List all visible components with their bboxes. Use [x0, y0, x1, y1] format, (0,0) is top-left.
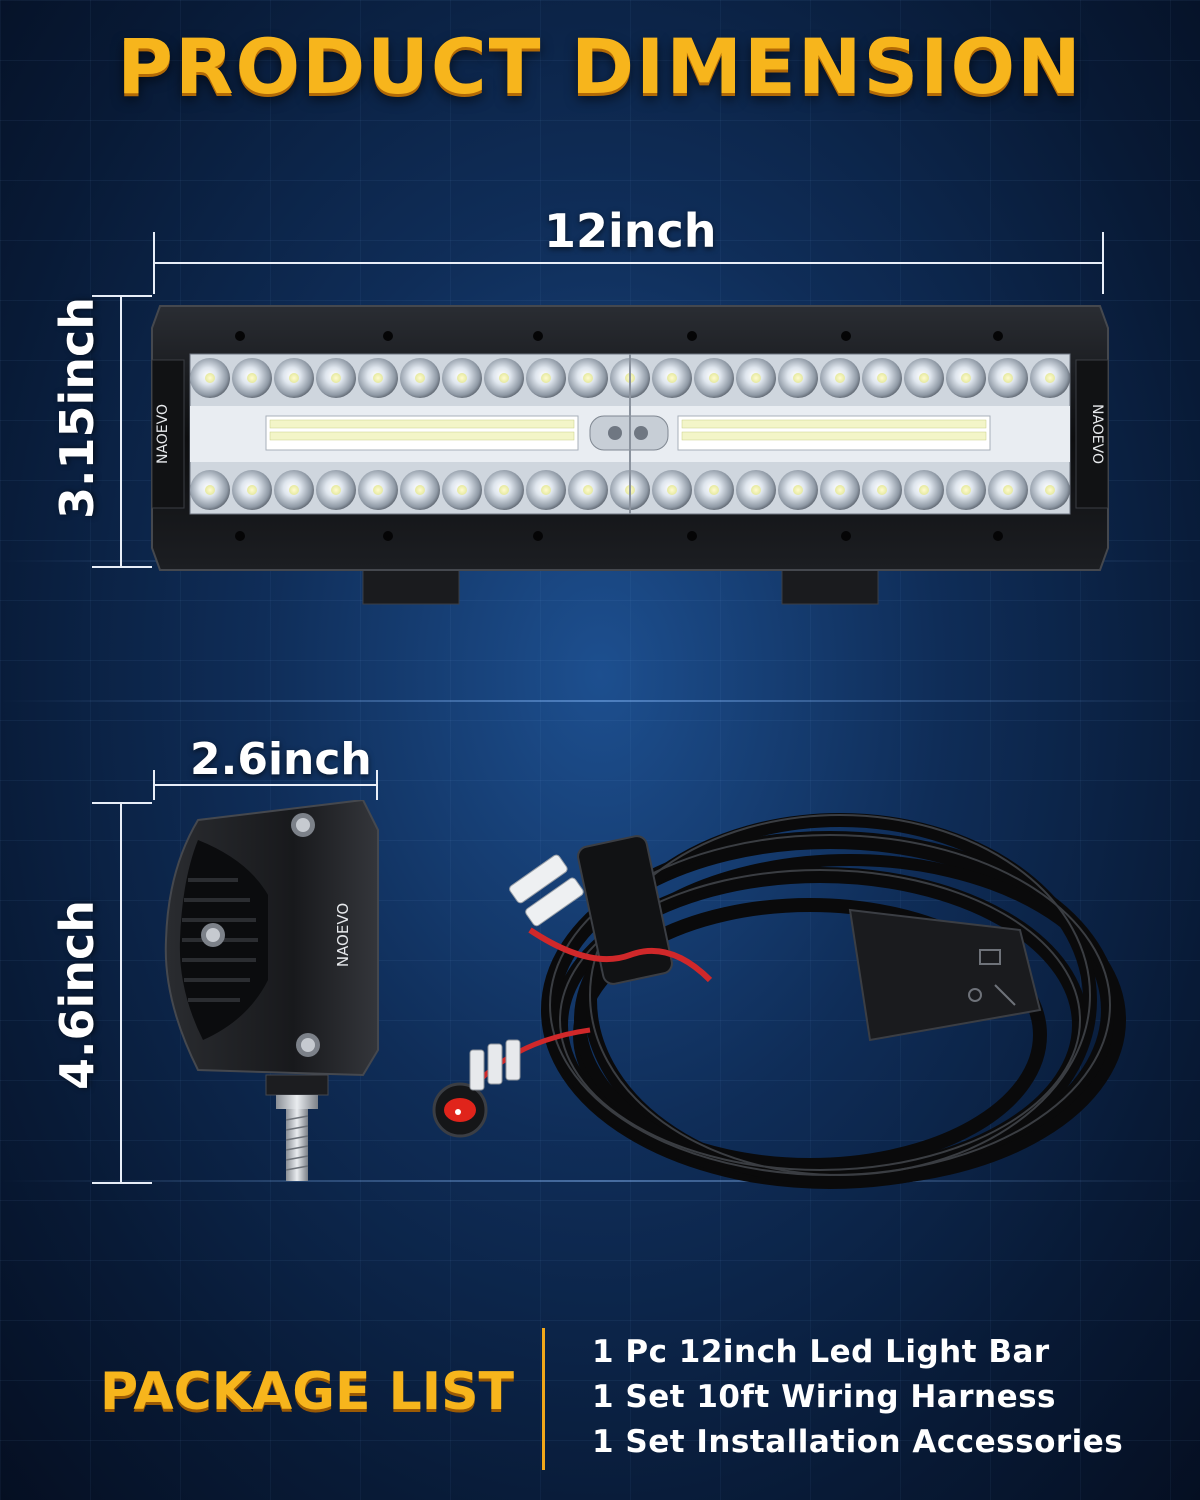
- pod-width-tick-right: [376, 770, 378, 800]
- pod-height-tick-top: [92, 802, 152, 804]
- light-bar-height-tick-top: [92, 295, 152, 297]
- led-light-bar-image: NAOEVO NAOEVO: [151, 305, 1109, 605]
- light-bar-brand-right: NAOEVO: [1089, 404, 1105, 464]
- light-bar-width-tick-right: [1102, 232, 1104, 294]
- package-list: 1 Pc 12inch Led Light Bar 1 Set 10ft Wir…: [592, 1330, 1123, 1465]
- list-item: 1 Set Installation Accessories: [592, 1424, 1124, 1460]
- pod-brand: NAOEVO: [334, 903, 352, 967]
- list-item: 1 Pc 12inch Led Light Bar: [592, 1334, 1050, 1370]
- list-item: 1 Set 10ft Wiring Harness: [592, 1379, 1056, 1415]
- package-divider: [542, 1328, 545, 1470]
- light-bar-width-line: [153, 262, 1104, 264]
- background-light-band: [0, 700, 1200, 702]
- light-bar-brand-left: NAOEVO: [155, 404, 171, 464]
- light-bar-height-label: 3.15inch: [50, 296, 104, 519]
- wiring-harness-image: [432, 813, 1126, 1189]
- light-bar-height-line: [120, 295, 122, 567]
- pod-width-tick-left: [153, 770, 155, 800]
- light-bar-width-tick-left: [153, 232, 155, 294]
- light-bar-height-tick-bottom: [92, 566, 152, 568]
- pod-height-label: 4.6inch: [50, 899, 104, 1090]
- light-bar-width-label: 12inch: [544, 204, 717, 258]
- pod-height-tick-bottom: [92, 1182, 152, 1184]
- package-list-title: PACKAGE LIST: [100, 1362, 514, 1422]
- pod-width-line: [153, 784, 378, 786]
- pod-width-label: 2.6inch: [190, 734, 372, 785]
- led-pod-light-image: NAOEVO: [164, 800, 379, 1181]
- page-title: PRODUCT DIMENSION: [117, 22, 1083, 111]
- pod-height-line: [120, 802, 122, 1184]
- background-light-band: [0, 1180, 1200, 1182]
